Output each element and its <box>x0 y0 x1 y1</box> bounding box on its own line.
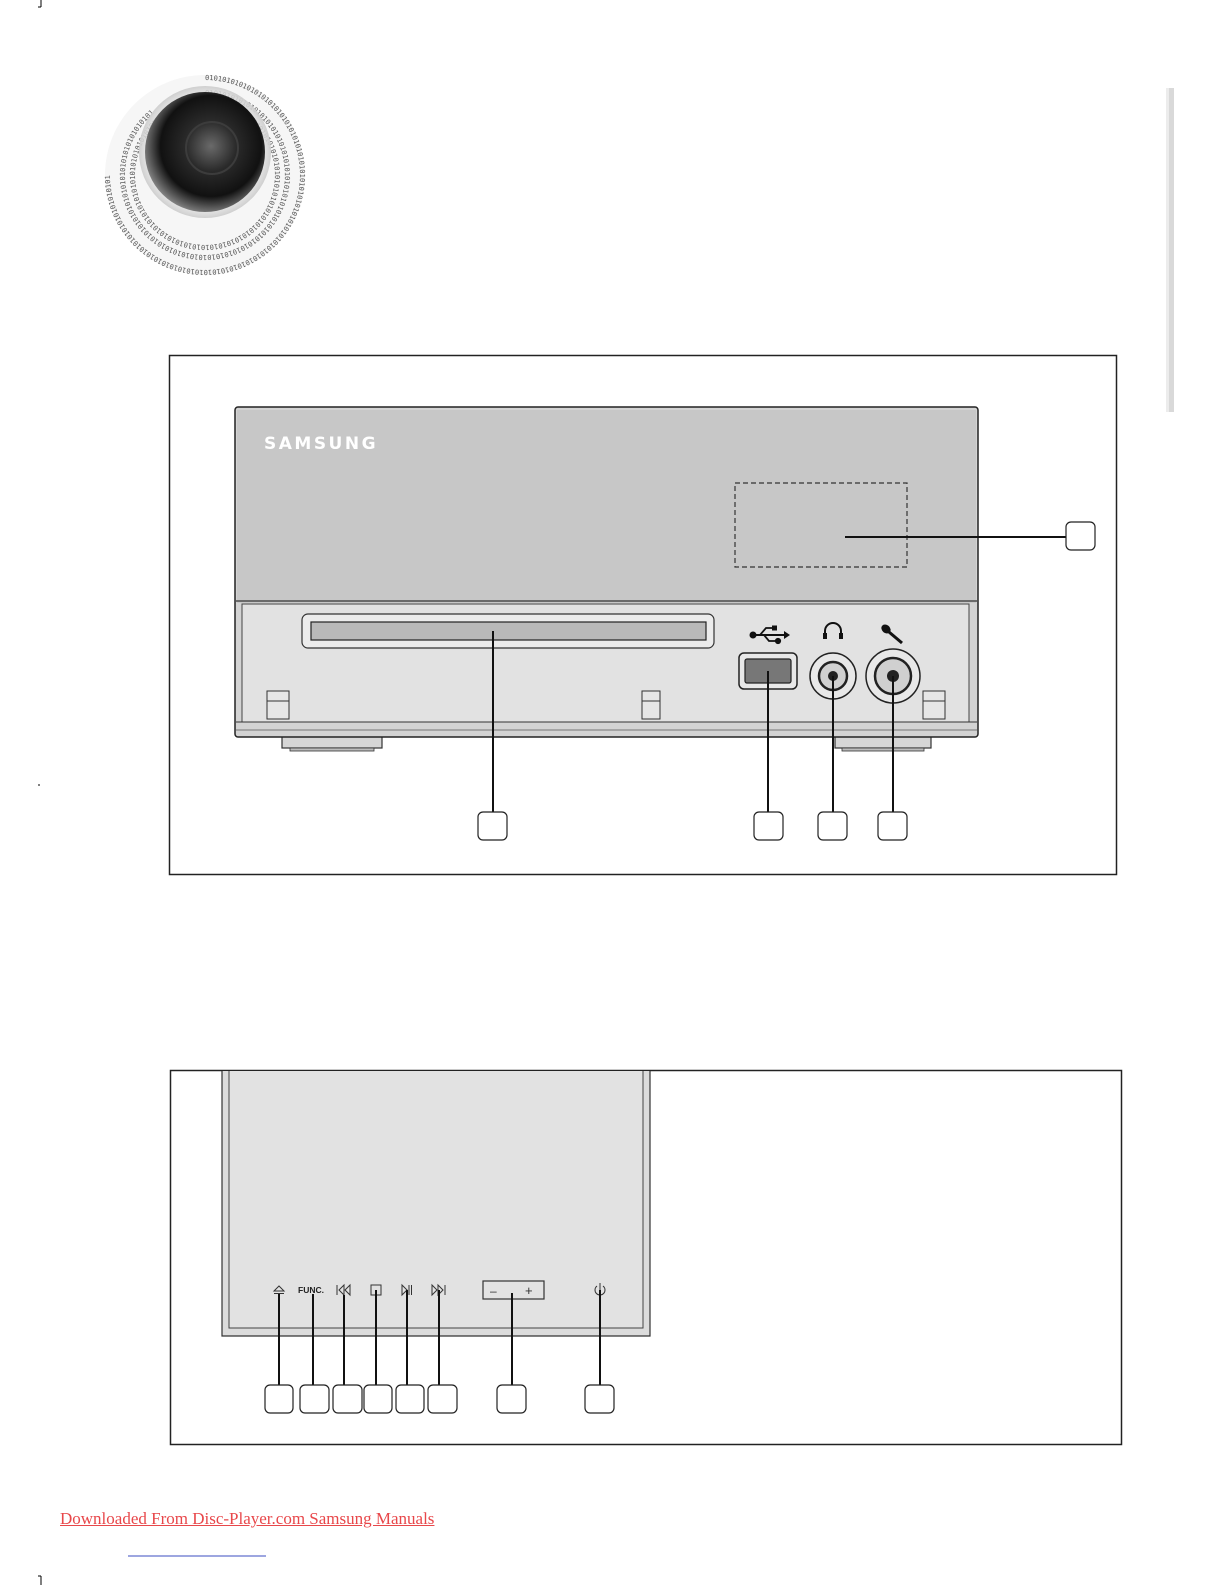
crop-marks <box>38 0 266 1585</box>
callout-headphone-jack <box>817 811 848 841</box>
footer-download-link[interactable]: Downloaded From Disc-Player.com Samsung … <box>60 1509 435 1528</box>
volume-plus-label[interactable]: + <box>525 1283 533 1298</box>
callout-volume <box>496 1384 527 1414</box>
thumb-index-tab <box>1166 88 1174 412</box>
volume-control[interactable]: – + <box>482 1280 545 1300</box>
skip-back-icon[interactable] <box>336 1283 351 1297</box>
microphone-icon <box>881 624 903 645</box>
callout-function <box>299 1384 330 1414</box>
func-button-label[interactable]: FUNC. <box>298 1285 324 1295</box>
callout-next <box>427 1384 458 1414</box>
eject-icon[interactable] <box>272 1285 286 1294</box>
callout-stop <box>363 1384 393 1414</box>
callout-power <box>584 1384 615 1414</box>
samsung-logo: SAMSUNG <box>264 434 378 454</box>
headphone-icon <box>824 622 842 637</box>
front-panel-unit: SAMSUNG <box>234 406 979 752</box>
volume-minus-label[interactable]: – <box>490 1284 497 1298</box>
top-panel-leaders <box>278 1290 601 1385</box>
top-control-panel <box>221 1071 651 1337</box>
callout-mic-jack <box>877 811 908 841</box>
disc-slot[interactable] <box>301 613 715 649</box>
callout-play-pause <box>395 1384 425 1414</box>
callout-eject <box>264 1384 294 1414</box>
callout-display-window <box>1065 521 1096 551</box>
callout-usb-port <box>753 811 784 841</box>
speaker-logo: 0101010101010101010101010101010101010101… <box>0 0 306 276</box>
usb-icon <box>749 625 790 645</box>
front-panel-leaders <box>492 536 1066 812</box>
callout-disc-slot <box>477 811 508 841</box>
play-pause-icon[interactable] <box>401 1283 412 1297</box>
callout-previous <box>332 1384 363 1414</box>
